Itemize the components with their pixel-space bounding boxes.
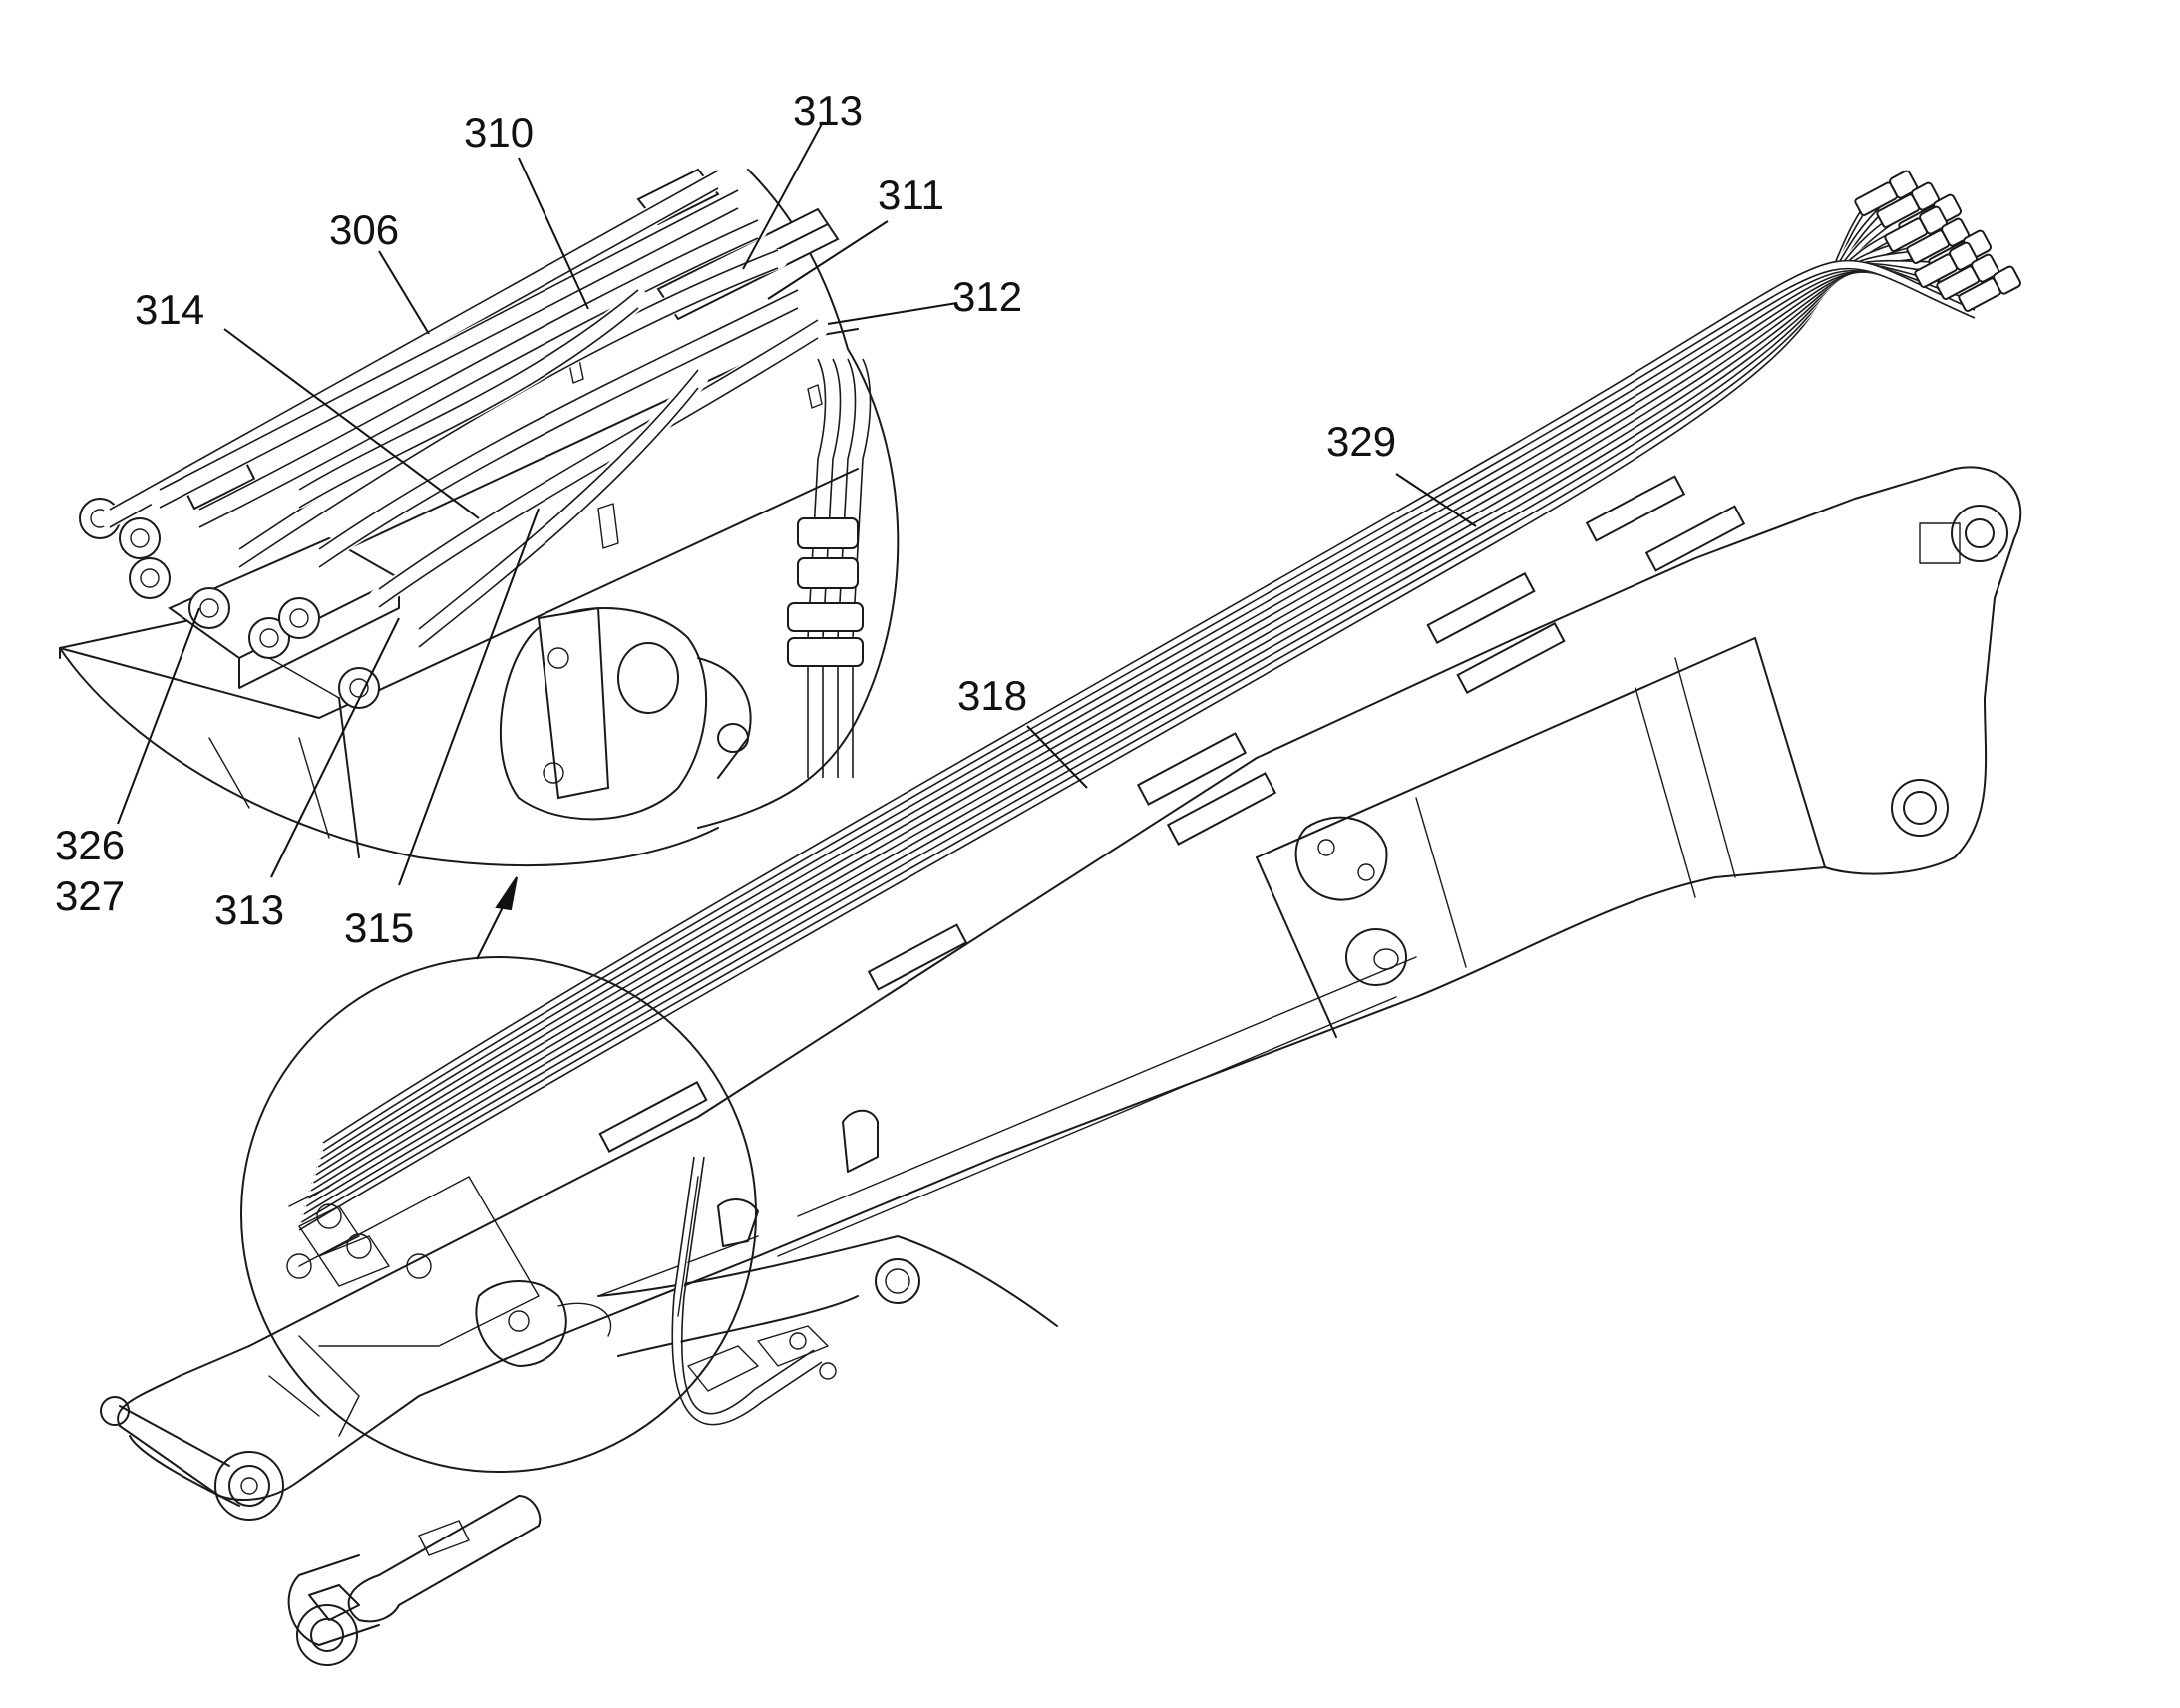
flange-fitting <box>129 557 171 599</box>
hose-edge <box>159 207 739 509</box>
flange-fitting <box>248 617 290 659</box>
flange-fitting <box>188 587 230 629</box>
label-312: 312 <box>952 273 1022 320</box>
hose-line-edge <box>317 271 1956 1168</box>
hose-edge <box>318 289 799 550</box>
hose-fill <box>369 319 828 608</box>
hose-fill <box>150 189 748 509</box>
hose-edge <box>318 307 799 568</box>
hose-line-edge <box>320 269 1966 1160</box>
hose-end-fitting <box>1884 205 1949 252</box>
flange-bore <box>199 598 219 618</box>
hose-fill <box>409 369 708 648</box>
label-315: 315 <box>344 904 414 951</box>
flange-bore <box>289 608 309 628</box>
label-310: 310 <box>464 109 534 156</box>
label-311: 311 <box>878 171 944 218</box>
hose-edge <box>378 319 819 590</box>
flange-bore <box>130 528 150 548</box>
hose-edge <box>159 189 739 491</box>
hose-line-edge <box>315 270 1946 1176</box>
hose-edge <box>418 369 699 630</box>
enlarged-hose-bundle <box>100 170 828 648</box>
hose-end-fitting <box>1914 241 1979 288</box>
hose-line-edge <box>312 267 1936 1184</box>
label-318: 318 <box>957 672 1027 719</box>
hose-edge <box>378 337 819 608</box>
hose-line-edge <box>322 259 1976 1144</box>
hose-edge <box>109 170 719 511</box>
flange-bore <box>259 628 279 648</box>
hose-edge <box>418 387 699 648</box>
hose-bundle <box>294 189 1980 1231</box>
label-313-bottom: 313 <box>214 886 284 933</box>
hose-edge <box>198 237 759 528</box>
hose-end-fitting <box>1876 181 1941 228</box>
hose-end-fittings <box>1854 170 2022 312</box>
label-314: 314 <box>135 286 204 333</box>
hose-line <box>318 260 1980 1152</box>
magnify-arrow <box>476 876 518 960</box>
flange-fitting <box>119 517 161 559</box>
label-329: 329 <box>1326 418 1396 465</box>
label-327: 327 <box>55 872 125 919</box>
hose-edge <box>298 289 639 491</box>
reference-labels: 310 313 311 306 312 314 329 318 326 327 … <box>55 87 1396 951</box>
leader-lines <box>117 121 1477 886</box>
hose-line-edge <box>322 267 1976 1152</box>
hose-end-fitting <box>1958 265 2022 312</box>
hose-line-edge <box>310 257 1926 1192</box>
boom-body <box>100 466 2022 1666</box>
fitting-nut <box>1993 265 2022 295</box>
label-306: 306 <box>329 206 399 253</box>
hose-end-fitting <box>1906 217 1971 264</box>
flange-fitting <box>338 667 380 709</box>
hose-fill <box>309 289 808 568</box>
hose-edge <box>298 307 639 509</box>
detail-circle <box>240 956 757 1473</box>
hose-end-fitting <box>1936 253 2000 300</box>
hose-edge <box>198 219 759 511</box>
label-326: 326 <box>55 822 125 868</box>
flange-bore <box>140 568 160 588</box>
hose-fill <box>189 219 768 528</box>
hose-clamps <box>598 475 1746 1154</box>
label-313-top: 313 <box>793 87 863 134</box>
flange-fitting <box>278 597 320 639</box>
hose-fill <box>289 289 648 509</box>
